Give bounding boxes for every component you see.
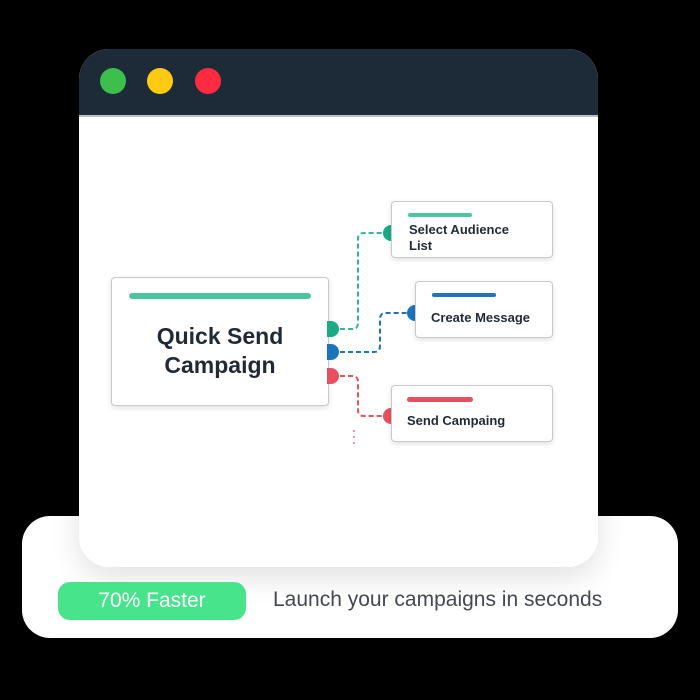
node-accent-bar — [432, 293, 496, 297]
node-accent-bar — [408, 213, 472, 217]
node-accent-bar — [129, 293, 311, 299]
node-label: Send Campaing — [407, 413, 506, 428]
node-send-campaign[interactable]: Send Campaing — [391, 385, 553, 442]
node-accent-bar — [407, 397, 473, 402]
output-port-send[interactable] — [327, 368, 339, 384]
window-titlebar — [79, 49, 598, 117]
speed-badge: 70% Faster — [58, 582, 246, 620]
minimize-button[interactable] — [147, 68, 173, 94]
output-port-audience[interactable] — [327, 321, 339, 337]
node-label: Create Message — [431, 310, 530, 325]
node-title-line2: Campaign — [164, 352, 276, 378]
tagline-text: Launch your campaigns in seconds — [273, 588, 603, 611]
node-label-line1: Select Audience — [409, 222, 509, 237]
output-port-message[interactable] — [327, 344, 339, 360]
maximize-button[interactable] — [100, 68, 126, 94]
node-create-message[interactable]: Create Message — [415, 281, 553, 338]
node-label-line2: List — [409, 238, 433, 253]
node-quick-send-campaign[interactable]: Quick Send Campaign — [111, 277, 329, 406]
node-select-audience-list[interactable]: Select Audience List — [391, 201, 553, 258]
node-title-line1: Quick Send — [156, 323, 284, 349]
close-button[interactable] — [195, 68, 221, 94]
